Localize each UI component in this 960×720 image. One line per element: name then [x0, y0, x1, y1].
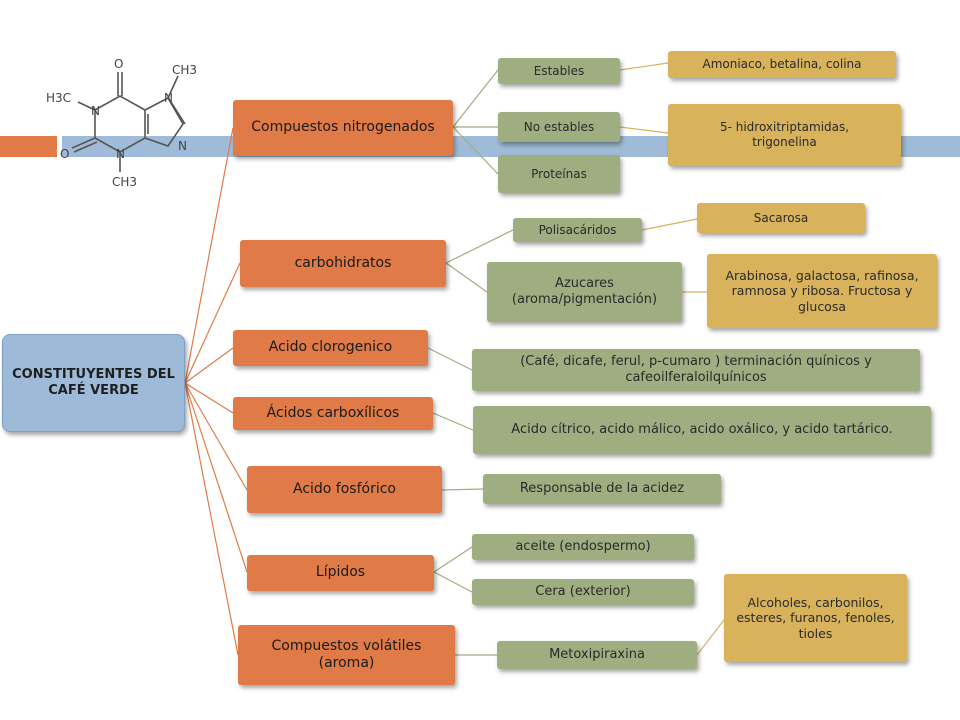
- leaf-polisacaridos: Sacarosa: [697, 203, 865, 233]
- category-label: Acido fosfórico: [292, 480, 396, 497]
- category-label: Compuestos volátiles (aroma): [271, 637, 422, 672]
- connector-lip-aceite: [433, 546, 473, 573]
- leaf-label: Arabinosa, galactosa, rafinosa, ramnosa …: [725, 267, 919, 314]
- connector-polisacaridos-leaf: [641, 218, 698, 231]
- connector-carbo-azucares: [445, 262, 488, 293]
- category-label: Ácidos carboxílicos: [266, 404, 400, 421]
- connector-root-fosf: [184, 382, 248, 491]
- leaf-label: Amoniaco, betalina, colina: [702, 57, 862, 71]
- sub-label: (Café, dicafe, ferul, p-cumaro ) termina…: [520, 353, 872, 385]
- atom-label: O: [60, 147, 69, 161]
- sub-azucares: Azucares (aroma/pigmentación): [487, 262, 682, 322]
- sub-label: Polisacáridos: [538, 222, 617, 237]
- category-clorogenico: Acido clorogenico: [233, 330, 428, 366]
- root-label: CONSTITUYENTES DEL CAFÉ VERDE: [12, 366, 175, 398]
- category-fosforico: Acido fosfórico: [247, 466, 442, 513]
- connector-lip-cera: [433, 571, 473, 593]
- sub-estables: Estables: [498, 58, 620, 84]
- sub-proteinas: Proteínas: [498, 155, 620, 193]
- leaf-no-estables: 5- hidroxitriptamidas, trigonelina: [668, 104, 901, 166]
- sub-clorogenico-detail: (Café, dicafe, ferul, p-cumaro ) termina…: [472, 349, 920, 391]
- atom-label: H3C: [46, 91, 71, 105]
- category-label: carbohidratos: [294, 254, 392, 271]
- connector-root-nitro: [184, 127, 234, 384]
- atom-label: O: [114, 57, 123, 71]
- connector-root-cloro: [184, 347, 234, 384]
- connector-root-carbo: [184, 262, 241, 384]
- atom-label: CH3: [172, 63, 197, 77]
- sub-label: Metoxipiraxina: [549, 646, 645, 662]
- sub-label: Estables: [533, 63, 585, 78]
- sub-cera: Cera (exterior): [472, 579, 694, 605]
- leaf-label: Sacarosa: [753, 210, 809, 225]
- sub-label: Cera (exterior): [535, 583, 631, 599]
- atom-label: N: [178, 139, 187, 153]
- sub-aceite: aceite (endospermo): [472, 534, 694, 560]
- sub-label: Proteínas: [531, 166, 587, 181]
- root-node: CONSTITUYENTES DEL CAFÉ VERDE: [2, 334, 185, 432]
- sub-label: aceite (endospermo): [515, 538, 651, 554]
- connector-fosf-child: [441, 488, 484, 491]
- leaf-volatiles: Alcoholes, carbonilos, esteres, furanos,…: [724, 574, 907, 662]
- category-label: Compuestos nitrogenados: [251, 119, 435, 136]
- atom-label: N: [116, 147, 125, 161]
- sub-fosforico-detail: Responsable de la acidez: [483, 474, 721, 504]
- leaf-label: Alcoholes, carbonilos, esteres, furanos,…: [736, 594, 895, 641]
- category-label: Acido clorogenico: [268, 339, 393, 356]
- connector-cloro-child: [427, 347, 473, 371]
- connector-estables-leaf: [619, 62, 669, 71]
- leaf-label: 5- hidroxitriptamidas, trigonelina: [719, 120, 850, 149]
- connector-metoxi-leaf: [696, 619, 725, 656]
- connector-carbo-polisacaridos: [445, 229, 514, 264]
- sub-label: No estables: [523, 119, 595, 134]
- atom-label: N: [91, 104, 100, 118]
- category-lipidos: Lípidos: [247, 555, 434, 591]
- connector-root-lip: [184, 382, 248, 573]
- connector-root-vol: [184, 382, 239, 656]
- decorative-orange-band: [0, 136, 57, 157]
- leaf-azucares: Arabinosa, galactosa, rafinosa, ramnosa …: [707, 254, 937, 328]
- connector-root-carbox: [184, 382, 234, 414]
- connector-noestables-leaf: [619, 126, 669, 134]
- category-carbohidratos: carbohidratos: [240, 240, 446, 287]
- sub-no-estables: No estables: [498, 112, 620, 142]
- atom-label: N: [164, 91, 173, 105]
- category-carboxilicos: Ácidos carboxílicos: [233, 397, 433, 430]
- sub-carboxilicos-detail: Acido cítrico, acido málico, acido oxáli…: [473, 406, 931, 454]
- atom-label: CH3: [112, 175, 137, 189]
- sub-label: Acido cítrico, acido málico, acido oxáli…: [511, 421, 893, 437]
- sub-metoxipiraxina: Metoxipiraxina: [497, 641, 697, 669]
- category-nitrogenados: Compuestos nitrogenados: [233, 100, 453, 156]
- caffeine-molecule-icon: O O N N N N H3C CH3 CH3: [46, 57, 197, 189]
- category-label: Lípidos: [315, 564, 366, 581]
- category-volatiles: Compuestos volátiles (aroma): [238, 625, 455, 685]
- leaf-estables: Amoniaco, betalina, colina: [668, 51, 896, 78]
- connector-nitro-proteinas: [452, 126, 499, 175]
- sub-label: Azucares (aroma/pigmentación): [511, 275, 658, 307]
- sub-label: Responsable de la acidez: [519, 480, 685, 496]
- connector-nitro-estables: [452, 69, 499, 128]
- sub-polisacaridos: Polisacáridos: [513, 218, 642, 242]
- connector-carbox-child: [432, 412, 474, 431]
